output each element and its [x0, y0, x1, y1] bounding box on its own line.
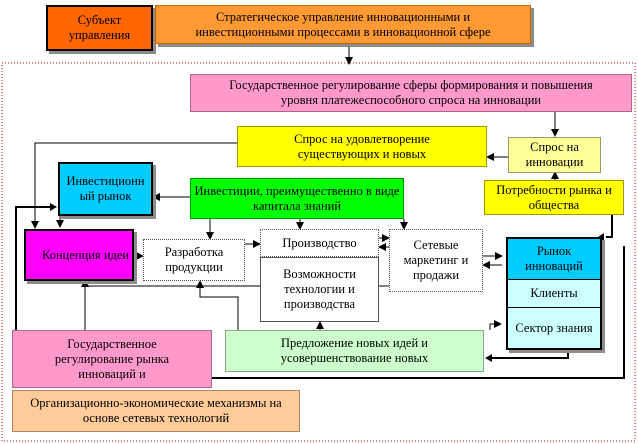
- demand-existing-box: Спрос на удовлетворение существующих и н…: [237, 126, 487, 167]
- arrow-ideas-to-market: [489, 320, 502, 330]
- arrow-market-bottom-loop: [200, 246, 625, 379]
- demand-innov-label: Спрос на инновации: [525, 140, 584, 169]
- needs-box: Потребности рынка и общества: [484, 180, 624, 215]
- subject-box: Субъект управления: [46, 5, 153, 51]
- org-econ-label: Организационно-экономические механизмы н…: [30, 396, 282, 425]
- arrow-market-to-ideas: [490, 348, 569, 359]
- investment-market-box: Инвестиционн ый рынок: [58, 162, 153, 216]
- capabilities-label: Возможности технологии и производства: [283, 267, 356, 311]
- product-dev-label: Разработка продукции: [164, 245, 224, 274]
- investment-market-label: Инвестиционн ый рынок: [66, 174, 145, 203]
- knowledge-sector-cell: Сектор знания: [508, 308, 600, 348]
- strategic-box: Стратегическое управление инновационными…: [155, 5, 531, 44]
- production-box: Производство: [260, 229, 379, 257]
- new-ideas-box: Предложение новых идей и усовершенствова…: [225, 330, 484, 372]
- arrow-demand-to-idea: [31, 142, 237, 229]
- innov-market-header: Рынок инноваций: [508, 239, 600, 280]
- arrow-needs-to-market: [606, 215, 613, 238]
- demand-innov-box: Спрос на инновации: [508, 137, 601, 173]
- arrow-left-loop: [15, 206, 52, 330]
- needs-label: Потребности рынка и общества: [496, 182, 612, 212]
- demand-existing-label: Спрос на удовлетворение существующих и н…: [294, 131, 430, 161]
- production-label: Производство: [282, 235, 357, 250]
- clients-cell: Клиенты: [508, 280, 600, 308]
- investments-box: Инвестиции, преимущественно в виде капит…: [190, 178, 404, 219]
- idea-concept-label: Концепция идеи: [42, 247, 130, 262]
- idea-concept-box: Концепция идеи: [24, 229, 134, 281]
- network-marketing-box: Сетевые маркетинг и продажи: [389, 229, 483, 292]
- capabilities-box: Возможности технологии и производства: [260, 257, 379, 322]
- gov-demand-label: Государственное регулирование сферы форм…: [229, 78, 593, 107]
- product-dev-box: Разработка продукции: [143, 239, 245, 281]
- org-econ-box: Организационно-экономические механизмы н…: [12, 390, 300, 432]
- innov-market-label: Рынок инноваций: [525, 244, 583, 273]
- new-ideas-label: Предложение новых идей и усовершенствова…: [280, 336, 429, 365]
- gov-market-box: Государственное регулирование рынка инно…: [12, 330, 212, 388]
- arrow-ideas-to-dev: [196, 280, 239, 330]
- innovation-market-group: Рынок инноваций Клиенты Сектор знания: [506, 237, 602, 350]
- strategic-label: Стратегическое управление инновационными…: [195, 9, 491, 39]
- network-marketing-label: Сетевые маркетинг и продажи: [403, 238, 469, 282]
- gov-market-label: Государственное регулирование рынка инно…: [54, 336, 170, 381]
- subject-label: Субъект управления: [68, 13, 131, 42]
- outer-frame: [1, 62, 636, 442]
- clients-label: Клиенты: [530, 286, 578, 300]
- gov-demand-box: Государственное регулирование сферы форм…: [190, 74, 632, 112]
- knowledge-sector-label: Сектор знания: [515, 320, 593, 335]
- investments-label: Инвестиции, преимущественно в виде капит…: [194, 183, 400, 213]
